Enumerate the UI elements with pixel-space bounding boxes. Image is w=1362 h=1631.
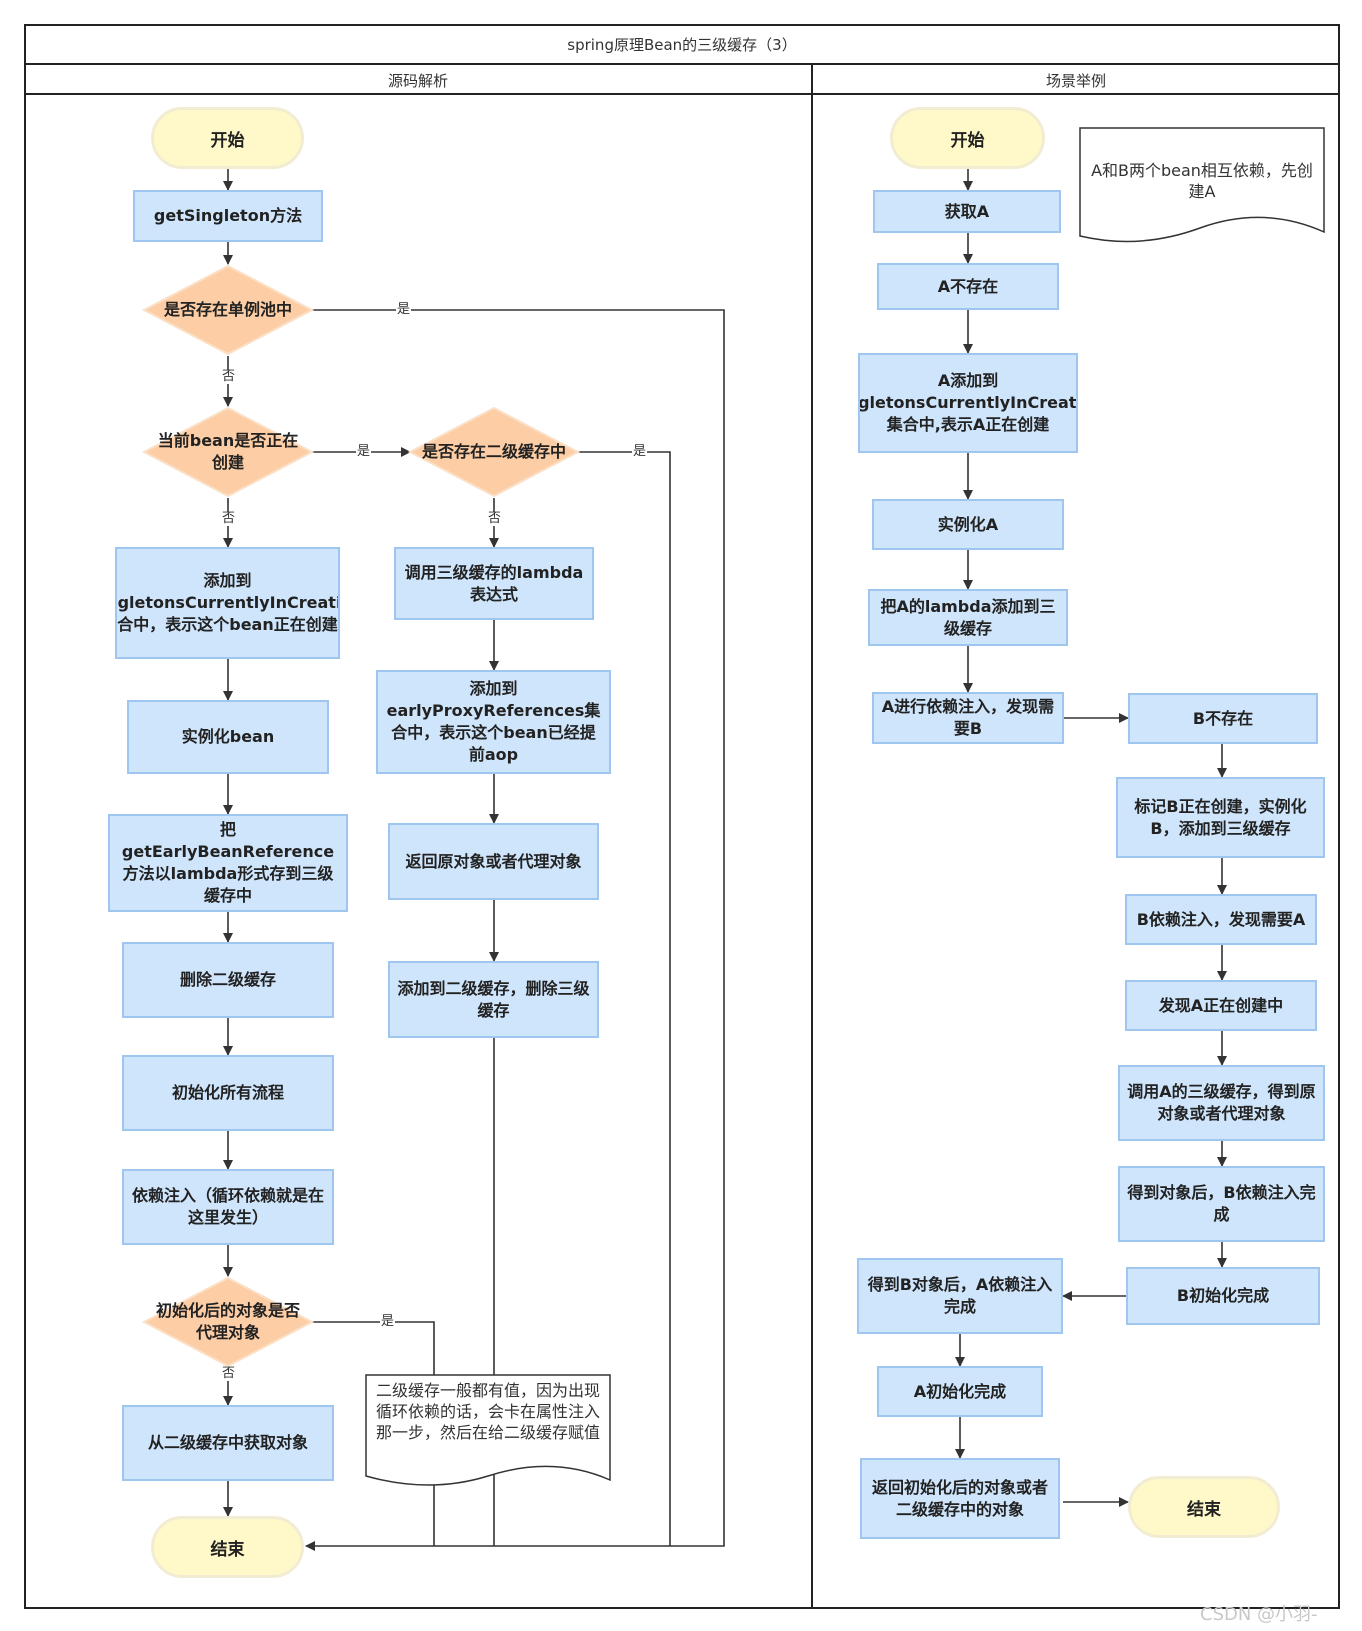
b-dependency-injection-step: B依赖注入，发现需要A [1125, 894, 1317, 945]
left-note-text: 二级缓存一般都有值，因为出现循环依赖的话，会卡在属性注入那一步，然后在给二级缓存… [375, 1381, 600, 1442]
add-early-proxy-step: 添加到earlyProxyReferences集合中，表示这个bean已经提前a… [376, 670, 611, 774]
label-creating-no: 否 [221, 511, 237, 526]
title-bar-border [24, 24, 1340, 65]
instantiate-a-step: 实例化A [872, 499, 1064, 550]
return-object-step: 返回原对象或者代理对象 [388, 823, 599, 900]
lane-header-border [24, 64, 1340, 95]
decision-is-proxy: 初始化后的对象是否代理对象 [155, 1301, 300, 1342]
a-init-done-step: A初始化完成 [877, 1366, 1043, 1417]
right-start-terminal: 开始 [890, 107, 1045, 169]
delete-level2-step: 删除二级缓存 [122, 942, 334, 1018]
dependency-injection-step: 依赖注入（循环依赖就是在这里发生） [122, 1169, 334, 1245]
b-di-done-step: 得到对象后，B依赖注入完成 [1118, 1166, 1325, 1242]
right-end-terminal: 结束 [1128, 1476, 1280, 1538]
label-l2-no: 否 [487, 511, 503, 526]
call-a-level3-step: 调用A的三级缓存，得到原对象或者代理对象 [1118, 1065, 1325, 1141]
label-pool-no: 否 [221, 369, 237, 384]
b-not-exist-step: B不存在 [1128, 693, 1318, 744]
call-level3-lambda-step: 调用三级缓存的lambda表达式 [394, 547, 594, 620]
add-to-creation-set-step: 添加到singletonsCurrentlyInCreation集合中，表示这个… [115, 547, 340, 659]
lane-divider [811, 64, 813, 1609]
diagram-title: spring原理Bean的三级缓存（3） [567, 36, 797, 54]
label-creating-yes: 是 [356, 444, 372, 459]
decision-bean-in-creation: 当前bean是否正在创建 [157, 431, 299, 472]
decision-in-level2-cache: 是否存在二级缓存中 [421, 442, 566, 461]
init-all-step: 初始化所有流程 [122, 1055, 334, 1131]
right-note-text: A和B两个bean相互依赖，先创建A [1091, 161, 1313, 201]
b-init-done-step: B初始化完成 [1126, 1267, 1320, 1325]
watermark: CSDN @小羽- [1200, 1604, 1318, 1625]
b-mark-instantiate-step: 标记B正在创建，实例化B，添加到三级缓存 [1116, 777, 1325, 858]
lane-right-header: 场景举例 [1045, 71, 1106, 90]
label-pool-yes: 是 [396, 302, 412, 317]
a-lambda-level3-step: 把A的lambda添加到三级缓存 [868, 589, 1068, 646]
return-final-step: 返回初始化后的对象或者二级缓存中的对象 [860, 1458, 1060, 1539]
lane-left-header: 源码解析 [387, 71, 448, 90]
label-proxy-no: 否 [221, 1366, 237, 1381]
get-a-step: 获取A [873, 190, 1061, 233]
a-dependency-injection-step: A进行依赖注入，发现需要B [872, 692, 1064, 744]
a-add-creation-step: A添加到singletonsCurrentlyInCreation集合中,表示A… [858, 353, 1078, 453]
left-end-terminal: 结束 [151, 1516, 304, 1578]
lambda-to-level3-step: 把getEarlyBeanReference方法以lambda形式存到三级缓存中 [108, 814, 348, 912]
label-proxy-yes: 是 [380, 1314, 396, 1329]
diagram-frame [24, 24, 1340, 1609]
find-a-creating-step: 发现A正在创建中 [1125, 980, 1317, 1031]
add-to-level2-step: 添加到二级缓存，删除三级缓存 [388, 961, 599, 1038]
decision-in-singleton-pool: 是否存在单例池中 [163, 300, 292, 319]
get-from-level2-step: 从二级缓存中获取对象 [122, 1405, 334, 1481]
label-l2-yes: 是 [632, 444, 648, 459]
a-not-exist-step: A不存在 [877, 263, 1059, 310]
a-di-done-step: 得到B对象后，A依赖注入完成 [857, 1258, 1063, 1334]
get-singleton-step: getSingleton方法 [133, 190, 323, 242]
left-start-terminal: 开始 [151, 107, 304, 169]
instantiate-bean-step: 实例化bean [127, 700, 329, 774]
